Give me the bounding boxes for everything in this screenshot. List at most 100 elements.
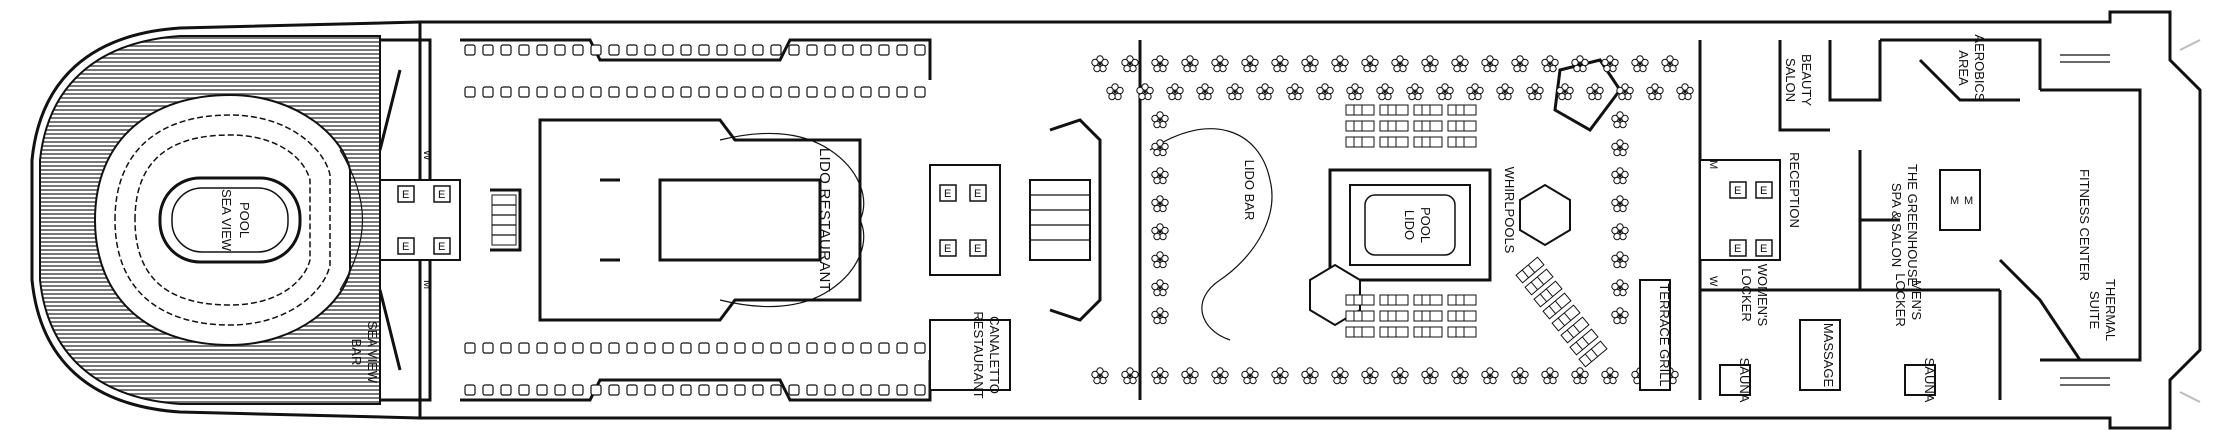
- chair-icon: [788, 342, 800, 354]
- elevator-symbol: E: [944, 243, 951, 255]
- elevator-icon: [969, 239, 987, 257]
- mid-core: E E E E CANALETTO RESTAURANT: [929, 118, 1102, 399]
- lido-pool-label-1: LIDO: [1402, 210, 1417, 240]
- flower-icon: [1121, 367, 1139, 385]
- chair-icon: [644, 86, 656, 98]
- chair-icon: [608, 342, 620, 354]
- chair-icon: [716, 86, 728, 98]
- chair-icon: [680, 44, 692, 56]
- chair-icon: [572, 86, 584, 98]
- flower-icon: [1541, 367, 1559, 385]
- chair-icon: [644, 384, 656, 396]
- flower-icon: [1611, 195, 1629, 213]
- flower-icon: [1151, 139, 1169, 157]
- flower-icon: [1271, 367, 1289, 385]
- chair-icon: [860, 86, 872, 98]
- terrace-grill: TERRACE GRILL: [1639, 279, 1672, 391]
- chair-icon: [536, 86, 548, 98]
- elevator-icon: [969, 184, 987, 202]
- chair-icon: [770, 384, 782, 396]
- chair-icon: [500, 384, 512, 396]
- whirlpool: [1309, 263, 1361, 327]
- flower-icon: [1496, 83, 1514, 101]
- flower-icon: [1611, 307, 1629, 325]
- sun-lounger-icon: [1379, 326, 1409, 338]
- chair-icon: [590, 342, 602, 354]
- chair-icon: [554, 86, 566, 98]
- sea-view-pool-label-1: SEA VIEW: [219, 189, 234, 252]
- chair-icon: [770, 44, 782, 56]
- chair-icon: [896, 342, 908, 354]
- chair-icon: [878, 384, 890, 396]
- flower-icon: [1211, 55, 1229, 73]
- chair-icon: [626, 86, 638, 98]
- chair-icon: [590, 44, 602, 56]
- flower-icon: [1436, 83, 1454, 101]
- chair-icon: [698, 86, 710, 98]
- flower-icon: [1616, 83, 1634, 101]
- elevator-symbol: E: [974, 188, 981, 200]
- sun-lounger-icon: [1447, 136, 1477, 148]
- elevator-symbol: E: [1734, 185, 1741, 197]
- thermal-suite-label-2: SUITE: [2087, 291, 2102, 330]
- chair-icon: [464, 384, 476, 396]
- flower-icon: [1151, 167, 1169, 185]
- chair-icon: [878, 44, 890, 56]
- chair-icon: [842, 384, 854, 396]
- lido-pool-area: LIDO BAR LIDO POOL WHIRLPOOLS: [1138, 40, 1622, 400]
- chair-icon: [554, 384, 566, 396]
- sea-view-bar-label-1: SEA VIEW: [365, 321, 380, 384]
- chair-icon: [464, 44, 476, 56]
- chair-icon: [608, 44, 620, 56]
- whirlpools-label: WHIRLPOOLS: [1502, 167, 1517, 254]
- chair-icon: [734, 86, 746, 98]
- flower-icon: [1391, 367, 1409, 385]
- flower-icon: [1181, 55, 1199, 73]
- ship-hull: [30, 10, 2202, 430]
- chair-icon: [500, 44, 512, 56]
- elevator-symbol: E: [438, 189, 445, 201]
- canaletto-label-1: CANALETTO: [987, 316, 1002, 394]
- mens-locker-label-1: MEN'S: [1909, 280, 1924, 320]
- elevator-symbol: E: [1760, 243, 1767, 255]
- flower-icon: [1526, 83, 1544, 101]
- chair-icon: [644, 342, 656, 354]
- chair-icon: [680, 86, 692, 98]
- chair-icon: [662, 44, 674, 56]
- chair-icon: [464, 342, 476, 354]
- sun-lounger-icon: [1379, 136, 1409, 148]
- sauna-left-label: SAUNA: [1737, 358, 1752, 403]
- chair-icon: [734, 342, 746, 354]
- terrace-grill-label: TERRACE GRILL: [1657, 283, 1672, 386]
- flower-icon: [1226, 83, 1244, 101]
- flower-icon: [1611, 167, 1629, 185]
- flower-icon: [1646, 83, 1664, 101]
- sun-lounger-icon: [1379, 294, 1409, 306]
- chair-icon: [518, 44, 530, 56]
- chair-icon: [860, 342, 872, 354]
- chair-icon: [842, 342, 854, 354]
- elevator-symbol: E: [402, 241, 409, 253]
- sun-lounger-icon: [1447, 120, 1477, 132]
- flower-icon: [1091, 55, 1109, 73]
- sun-lounger-icon: [1345, 120, 1375, 132]
- chair-icon: [806, 44, 818, 56]
- flower-icon: [1331, 367, 1349, 385]
- elevator-icon: [939, 239, 957, 257]
- chair-icon: [860, 384, 872, 396]
- chair-icon: [788, 86, 800, 98]
- flower-icon: [1331, 55, 1349, 73]
- chair-icon: [806, 384, 818, 396]
- elevator-symbol: E: [402, 189, 409, 201]
- chair-icon: [698, 342, 710, 354]
- elevator-symbol: E: [438, 241, 445, 253]
- elevator-icon: [1729, 239, 1747, 257]
- flower-icon: [1611, 139, 1629, 157]
- greenhouse-label-2: SPA & SALON: [1889, 183, 1904, 267]
- sun-lounger-icon: [1345, 136, 1375, 148]
- flower-icon: [1286, 83, 1304, 101]
- chair-icon: [572, 44, 584, 56]
- sun-lounger-icon: [1447, 310, 1477, 322]
- womens-restroom-symbol: W: [421, 150, 433, 161]
